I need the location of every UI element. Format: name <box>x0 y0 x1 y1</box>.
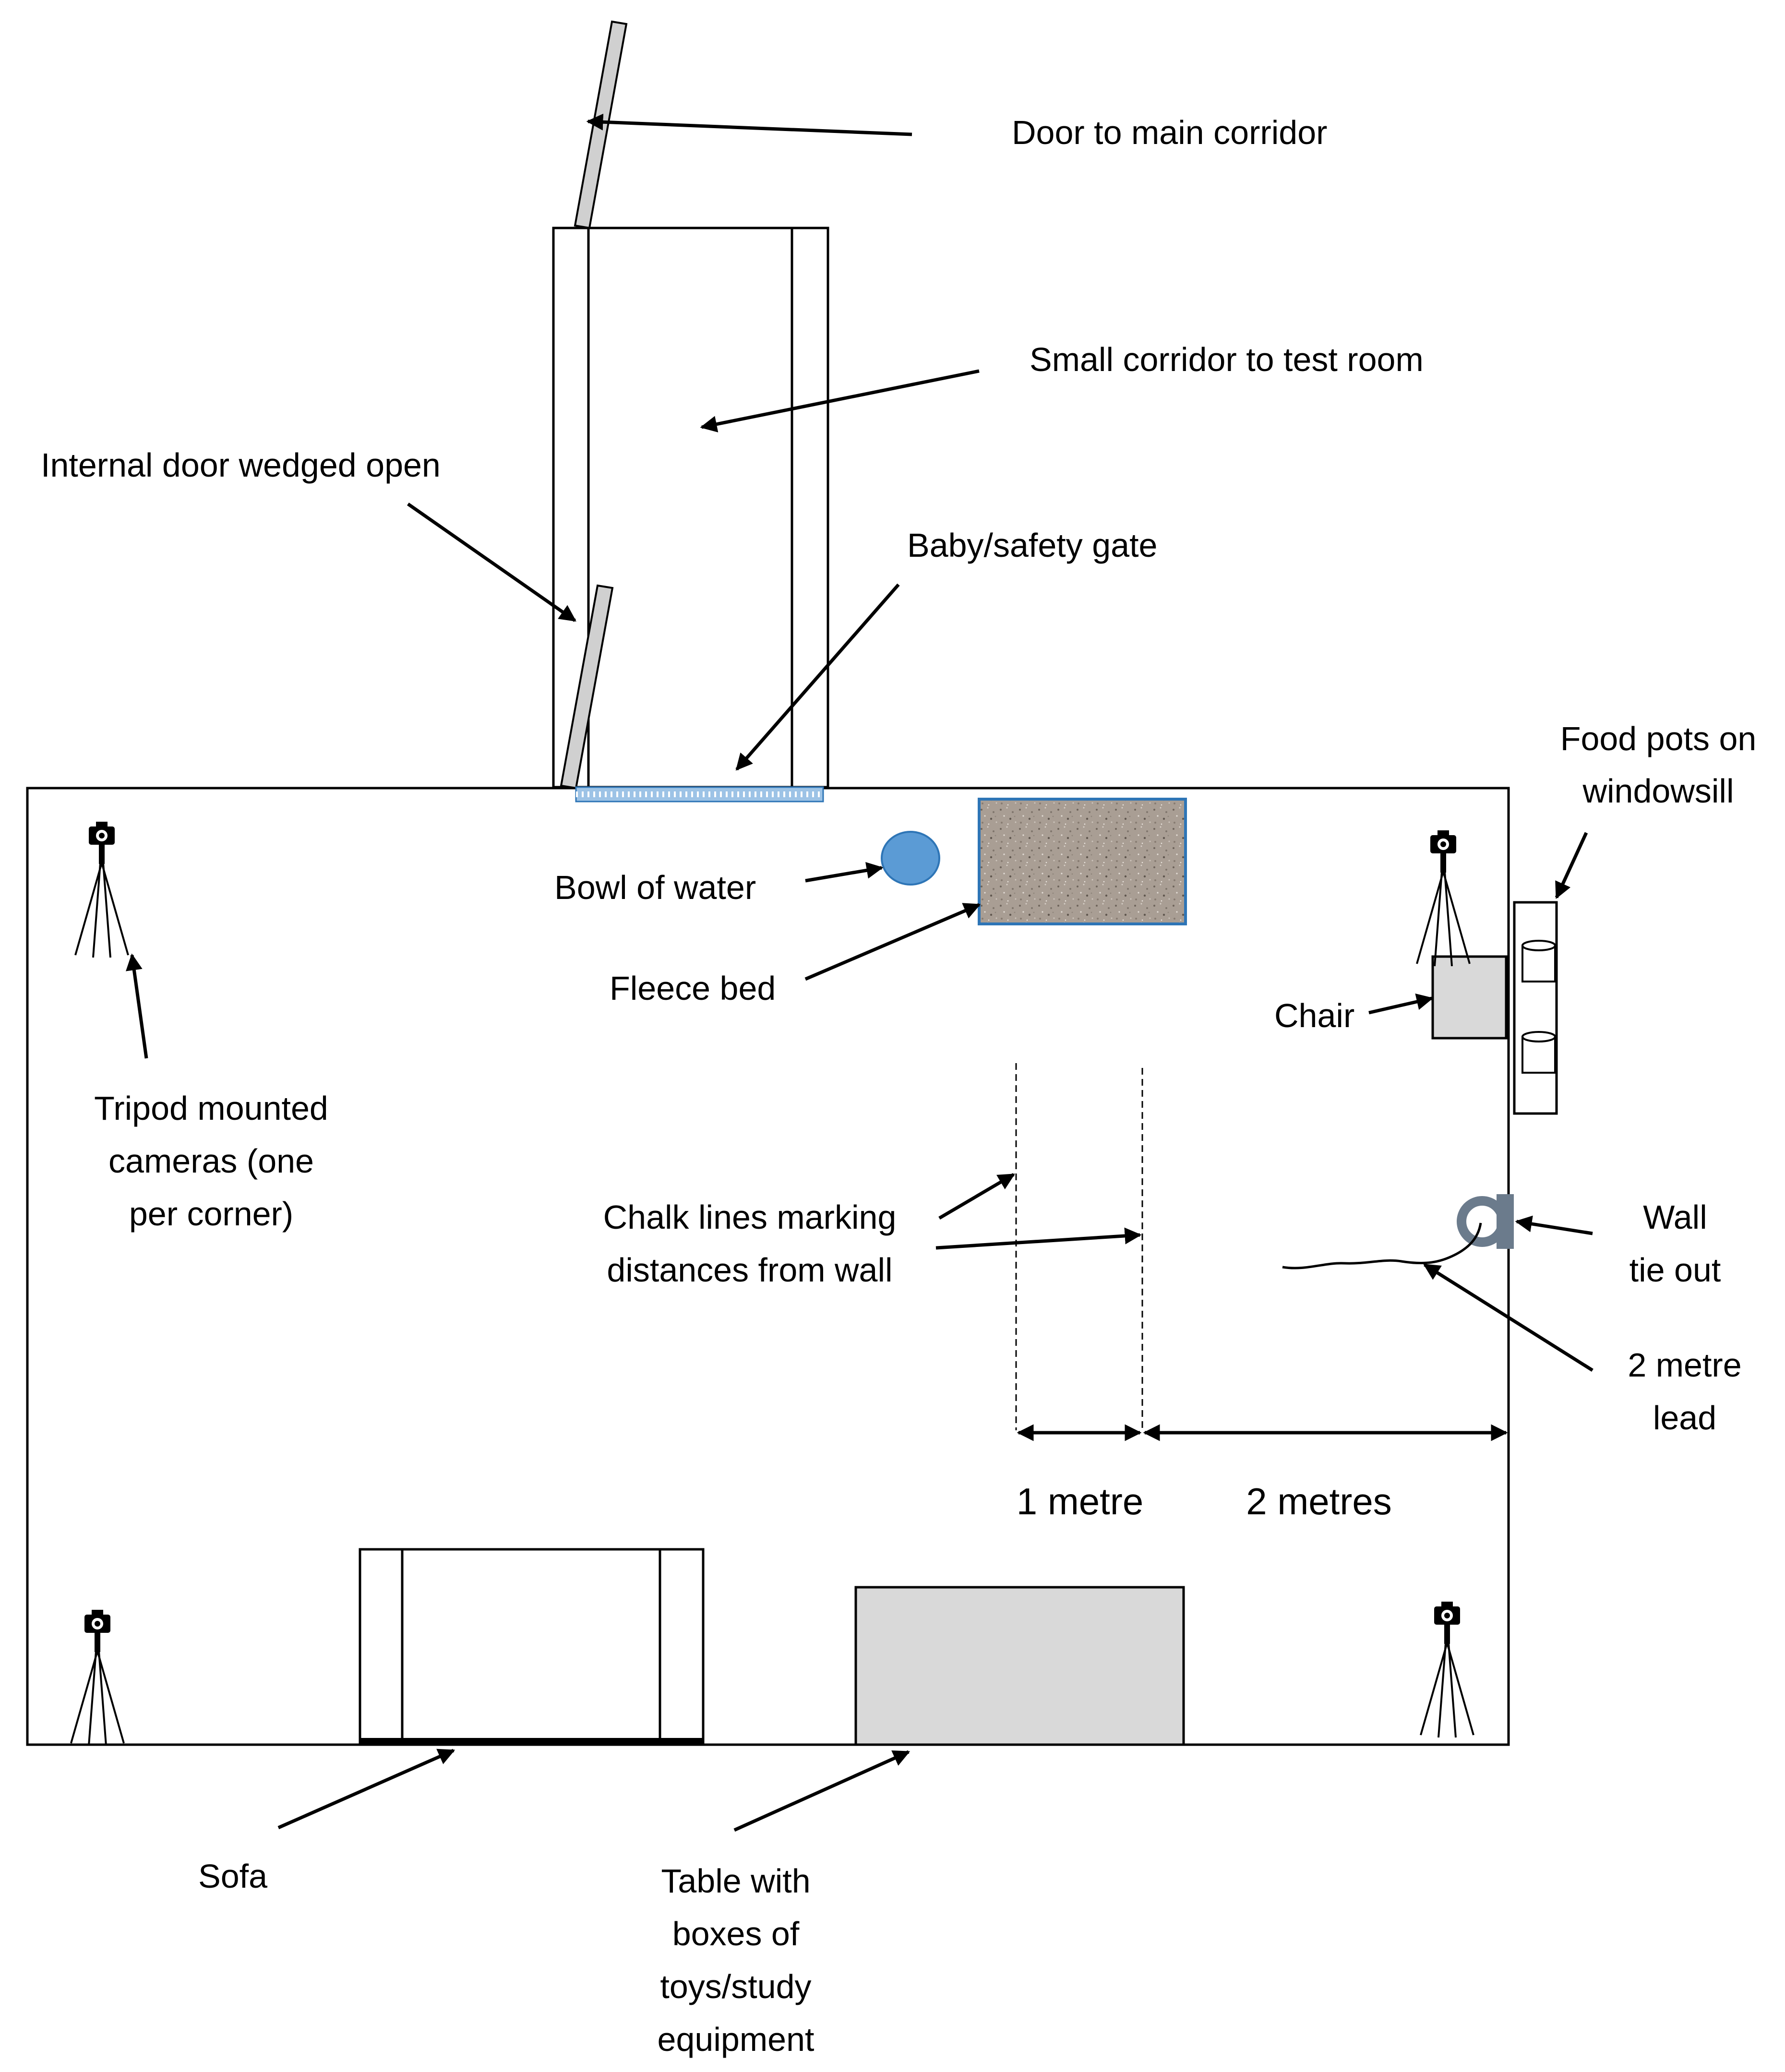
tripod-camera-icon <box>1416 829 1471 967</box>
label-door-main-corridor: Door to main corridor <box>1012 114 1327 151</box>
tripod-camera-icon <box>74 821 129 958</box>
table <box>854 1586 1185 1746</box>
pointer-sofa <box>277 1749 455 1830</box>
pointer-fleece-bed <box>804 903 981 981</box>
label-lead-1: 2 metre <box>1628 1346 1741 1384</box>
label-small-corridor: Small corridor to test room <box>1030 341 1424 378</box>
label-table-4: equipment <box>658 2021 815 2058</box>
pointer-food-pots <box>1555 832 1588 899</box>
pointer-small-corridor <box>700 369 980 432</box>
label-chalk-1: Chalk lines marking <box>603 1198 897 1236</box>
pointer-wall-tie <box>1515 1215 1593 1235</box>
food-pot <box>1521 1031 1556 1074</box>
lead-line <box>1282 1222 1482 1270</box>
pointer-internal-door <box>407 503 576 622</box>
label-internal-door: Internal door wedged open <box>41 446 441 484</box>
pointer-door-main <box>586 113 912 136</box>
pointer-chair <box>1368 993 1434 1015</box>
label-tripod-3: per corner) <box>129 1195 293 1233</box>
label-chair: Chair <box>1274 997 1354 1034</box>
label-sofa: Sofa <box>198 1857 267 1895</box>
pointer-baby-gate <box>735 583 900 771</box>
pointer-tripod <box>126 953 148 1059</box>
fleece-bed <box>978 798 1187 925</box>
pointer-lead <box>1423 1263 1593 1372</box>
label-chalk-2: distances from wall <box>607 1251 892 1289</box>
label-wall-tie-2: tie out <box>1629 1251 1721 1289</box>
main-corridor-door <box>574 20 628 229</box>
label-table-3: toys/study <box>660 1968 811 2005</box>
tripod-camera-icon <box>1420 1601 1474 1738</box>
small-corridor <box>552 227 829 789</box>
sofa <box>359 1548 705 1745</box>
baby-safety-gate <box>575 786 824 802</box>
chair <box>1431 955 1508 1040</box>
label-two-metres: 2 metres <box>1246 1480 1391 1522</box>
label-bowl-of-water: Bowl of water <box>554 869 756 906</box>
label-wall-tie-1: Wall <box>1643 1198 1707 1236</box>
label-one-metre: 1 metre <box>1017 1480 1143 1522</box>
pointer-chalk-1 <box>938 1173 1016 1220</box>
label-lead-2: lead <box>1653 1399 1716 1437</box>
windowsill <box>1513 901 1558 1115</box>
label-food-pots-2: windowsill <box>1582 772 1734 810</box>
label-tripod-1: Tripod mounted <box>94 1090 328 1127</box>
food-pot <box>1521 940 1556 982</box>
label-table-2: boxes of <box>672 1915 800 1952</box>
label-fleece-bed: Fleece bed <box>610 970 776 1007</box>
label-food-pots-1: Food pots on <box>1560 720 1757 757</box>
pointer-table <box>733 1750 910 1832</box>
pointer-bowl <box>805 862 884 883</box>
tripod-camera-icon <box>70 1609 125 1747</box>
label-table-1: Table with <box>661 1862 810 1900</box>
pointer-chalk-2 <box>935 1227 1142 1250</box>
label-baby-gate: Baby/safety gate <box>907 527 1157 564</box>
label-tripod-2: cameras (one <box>108 1142 314 1180</box>
water-bowl <box>881 831 940 886</box>
wall-tie-out-icon <box>1457 1194 1514 1249</box>
